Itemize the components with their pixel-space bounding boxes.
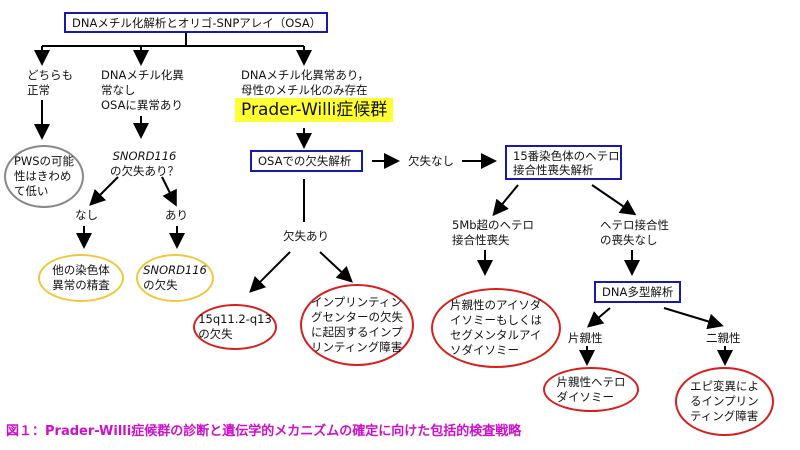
- figure-caption: 図１：Prader-Willi症候群の診断と遺伝学的メカニズムの確定に向けた包括…: [6, 424, 522, 439]
- biparental-label: 二親性: [706, 331, 741, 345]
- prader-willi-highlight: Prader-Willi症候群: [235, 98, 394, 123]
- deletion-present-label: 欠失あり: [283, 229, 329, 243]
- isodisomy-ellipse: 片親性のアイソダ イソミーもしくは セグメンタルアイ ソダイソミー: [431, 288, 561, 368]
- methylation-abnormal-label: DNAメチル化異常あり， 母性のメチル化のみ存在: [241, 68, 370, 97]
- other-chromosome-ellipse: 他の染色体 異常の精査: [38, 254, 124, 302]
- dna-polymorphism-box: DNA多型解析: [594, 281, 681, 303]
- epimutation-ellipse: エピ変異によ るインプリン ティング障害: [675, 367, 774, 436]
- other-chromosome-text: 他の染色体 異常の精査: [52, 263, 110, 292]
- snord-deletion-gene: SNORD116: [143, 263, 207, 278]
- loh-over-5mb-label: 5Mb超のヘテロ 接合性喪失: [452, 218, 535, 247]
- osa-abnormal-label: DNAメチル化異 常なし OSAに異常あり: [101, 68, 184, 112]
- no-loh-label: ヘテロ接合性 の喪失なし: [600, 218, 669, 247]
- imprinting-center-ellipse: インプリンティン グセンターの欠失 に起因するインプ リンティング障害: [300, 284, 414, 366]
- pws-unlikely-text: PWSの可能 性はきわめ て低い: [13, 154, 75, 198]
- heterodisomy-ellipse: 片親性ヘテロ ダイソミー: [543, 367, 639, 412]
- uniparental-label: 片親性: [568, 331, 603, 345]
- methylation-osa-box: DNAメチル化解析とオリゴ-SNPアレイ（OSA）: [64, 12, 328, 33]
- pws-unlikely-ellipse: PWSの可能 性はきわめ て低い: [4, 145, 84, 208]
- deletion-15q-text: 15q11.2-q13 の欠失: [198, 312, 272, 341]
- snord-yes-label: あり: [165, 208, 188, 222]
- both-normal-label: どちらも 正常: [27, 68, 73, 97]
- heterodisomy-text: 片親性ヘテロ ダイソミー: [556, 374, 626, 404]
- imprinting-center-text: インプリンティン グセンターの欠失 に起因するインプ リンティング障害: [311, 295, 403, 354]
- deletion-15q-ellipse: 15q11.2-q13 の欠失: [193, 304, 277, 350]
- snord-deletion-text: の欠失: [143, 278, 178, 292]
- epimutation-text: エピ変異によ るインプリン ティング障害: [690, 379, 759, 423]
- no-deletion-label: 欠失なし: [408, 154, 454, 168]
- loh-analysis-box: 15番染色体のヘテロ 接合性喪失解析: [505, 145, 622, 180]
- isodisomy-text: 片親性のアイソダ イソミーもしくは セグメンタルアイ ソダイソミー: [450, 298, 542, 357]
- snord-question-text: の欠失あり？: [110, 163, 179, 178]
- snord-gene: SNORD116: [112, 149, 177, 163]
- osa-deletion-box: OSAでの欠失解析: [250, 150, 363, 172]
- snord-no-label: なし: [75, 208, 98, 222]
